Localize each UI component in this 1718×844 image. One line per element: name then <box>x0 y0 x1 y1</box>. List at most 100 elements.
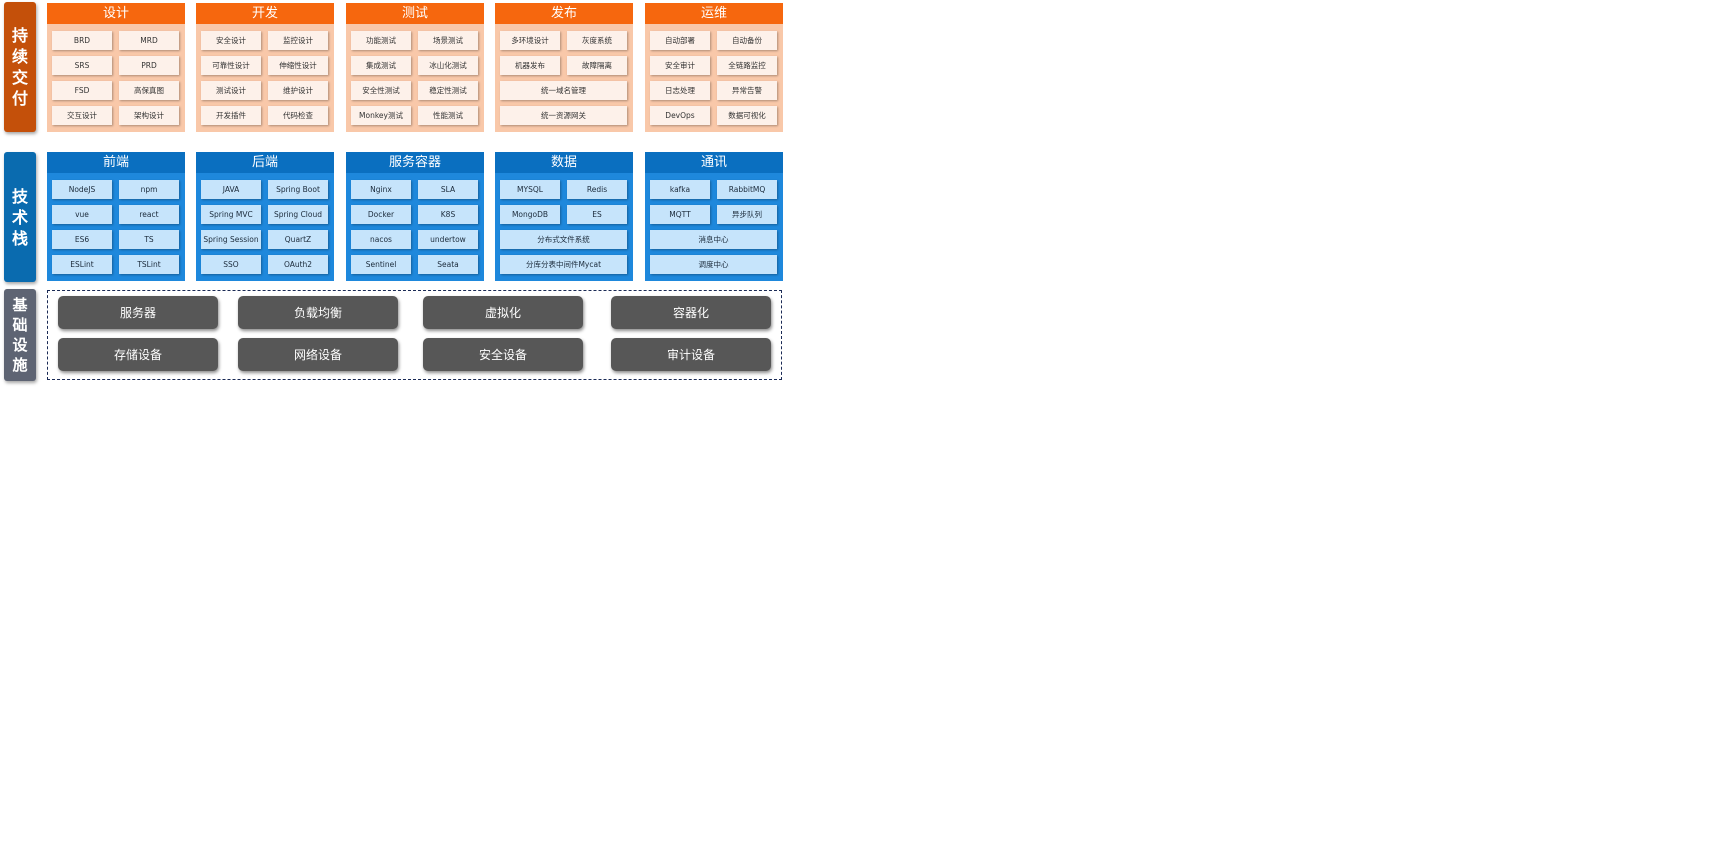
tech-cell: Spring Session <box>201 230 261 249</box>
delivery-cell: 场景测试 <box>418 31 478 50</box>
tech-panel-title: 前端 <box>47 152 185 173</box>
row-label-char: 技 <box>11 186 28 206</box>
infra-item: 虚拟化 <box>423 296 583 329</box>
delivery-panel: 开发安全设计监控设计可靠性设计伸缩性设计测试设计维护设计开发插件代码检查 <box>196 3 334 132</box>
tech-cell: kafka <box>650 180 710 199</box>
infra-item: 网络设备 <box>238 338 398 371</box>
infra-item: 服务器 <box>58 296 218 329</box>
delivery-panel-title: 发布 <box>495 3 633 24</box>
tech-panel-title: 后端 <box>196 152 334 173</box>
tech-cell: QuartZ <box>268 230 328 249</box>
delivery-cell: Monkey测试 <box>351 106 411 125</box>
infra-item: 安全设备 <box>423 338 583 371</box>
tech-cell: ES <box>567 205 627 224</box>
tech-cell: NodeJS <box>52 180 112 199</box>
tech-wide-cell: 调度中心 <box>650 255 777 274</box>
delivery-cell: BRD <box>52 31 112 50</box>
delivery-cell: 功能测试 <box>351 31 411 50</box>
delivery-cell: 冰山化测试 <box>418 56 478 75</box>
delivery-cell: 机器发布 <box>500 56 560 75</box>
delivery-cell: 可靠性设计 <box>201 56 261 75</box>
delivery-cell: 稳定性测试 <box>418 81 478 100</box>
tech-cell: Spring MVC <box>201 205 261 224</box>
tech-cell: Redis <box>567 180 627 199</box>
tech-wide-cell: 分库分表中间件Mycat <box>500 255 627 274</box>
delivery-cell: 伸缩性设计 <box>268 56 328 75</box>
delivery-panel-title: 运维 <box>645 3 783 24</box>
tech-panel-title: 通讯 <box>645 152 783 173</box>
tech-cell: TSLint <box>119 255 179 274</box>
tech-cell: K8S <box>418 205 478 224</box>
delivery-panel-body: 安全设计监控设计可靠性设计伸缩性设计测试设计维护设计开发插件代码检查 <box>196 24 334 132</box>
tech-cell: SLA <box>418 180 478 199</box>
delivery-wide-cell: 统一域名管理 <box>500 81 627 100</box>
delivery-panel-title: 设计 <box>47 3 185 24</box>
delivery-cell: 监控设计 <box>268 31 328 50</box>
row-label-char: 术 <box>11 207 28 227</box>
delivery-cell: 性能测试 <box>418 106 478 125</box>
row-label-char: 基 <box>12 296 28 314</box>
delivery-cell: 日志处理 <box>650 81 710 100</box>
tech-wide-cell: 消息中心 <box>650 230 777 249</box>
delivery-cell: 灰度系统 <box>567 31 627 50</box>
tech-cell: ESLint <box>52 255 112 274</box>
delivery-cell: 安全设计 <box>201 31 261 50</box>
tech-cell: Seata <box>418 255 478 274</box>
delivery-cell: 代码检查 <box>268 106 328 125</box>
tech-cell: react <box>119 205 179 224</box>
tech-wide-cell: 分布式文件系统 <box>500 230 627 249</box>
tech-cell: Spring Cloud <box>268 205 328 224</box>
delivery-cell: 异常告警 <box>717 81 777 100</box>
tech-panel-title: 数据 <box>495 152 633 173</box>
infra-item: 存储设备 <box>58 338 218 371</box>
delivery-cell: 集成测试 <box>351 56 411 75</box>
tech-cell: MYSQL <box>500 180 560 199</box>
row-label-char: 础 <box>12 316 28 334</box>
tech-cell: Nginx <box>351 180 411 199</box>
delivery-cell: MRD <box>119 31 179 50</box>
tech-cell: undertow <box>418 230 478 249</box>
delivery-cell: 测试设计 <box>201 81 261 100</box>
row-label-infra: 基 础 设 施 <box>4 289 36 381</box>
delivery-panel-body: 多环境设计灰度系统机器发布故障隔离统一域名管理统一资源网关 <box>495 24 633 132</box>
tech-cell: MongoDB <box>500 205 560 224</box>
tech-panel-title: 服务容器 <box>346 152 484 173</box>
tech-cell: OAuth2 <box>268 255 328 274</box>
row-label-delivery: 持 续 交 付 <box>4 2 36 132</box>
tech-cell: nacos <box>351 230 411 249</box>
tech-cell: npm <box>119 180 179 199</box>
tech-cell: MQTT <box>650 205 710 224</box>
tech-cell: Sentinel <box>351 255 411 274</box>
delivery-cell: 故障隔离 <box>567 56 627 75</box>
tech-cell: ES6 <box>52 230 112 249</box>
row-label-techstack: 技 术 栈 <box>4 152 36 282</box>
tech-cell: Docker <box>351 205 411 224</box>
delivery-cell: PRD <box>119 56 179 75</box>
delivery-wide-cell: 统一资源网关 <box>500 106 627 125</box>
row-label-char: 交 <box>11 68 28 87</box>
row-label-char: 施 <box>12 356 28 374</box>
delivery-cell: 自动备份 <box>717 31 777 50</box>
row-label-char: 付 <box>11 89 28 108</box>
delivery-cell: DevOps <box>650 106 710 125</box>
delivery-cell: 开发插件 <box>201 106 261 125</box>
row-label-char: 持 <box>11 26 28 45</box>
tech-cell: vue <box>52 205 112 224</box>
infra-item: 负载均衡 <box>238 296 398 329</box>
delivery-cell: 架构设计 <box>119 106 179 125</box>
delivery-cell: 多环境设计 <box>500 31 560 50</box>
